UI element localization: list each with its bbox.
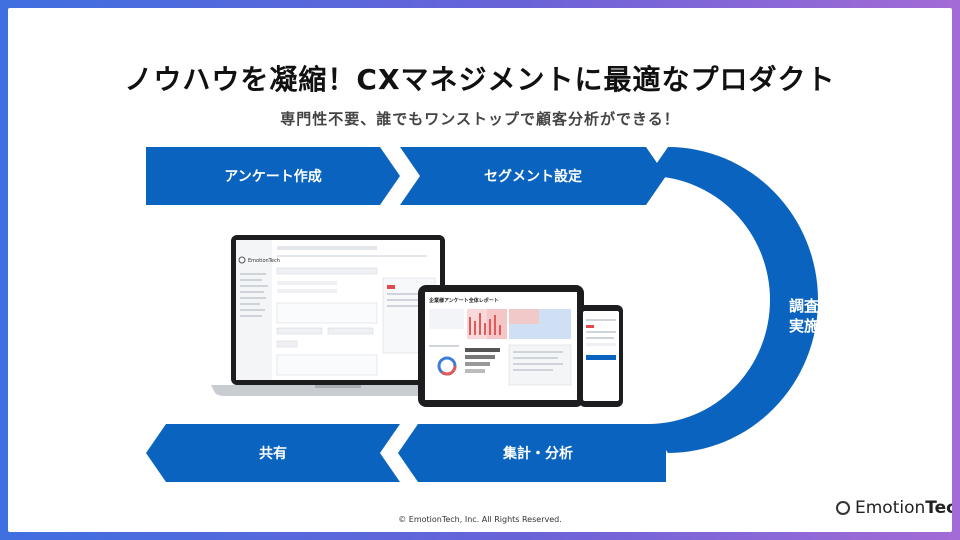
flow-step-label: 集計・分析 xyxy=(503,443,573,463)
flow-step-sharing: 共有 xyxy=(158,424,388,482)
flow-step-label-line1: 調査 xyxy=(780,296,828,316)
flow-step-aggregation-analysis: 集計・分析 xyxy=(413,424,663,482)
flow-step-label: セグメント設定 xyxy=(484,166,582,186)
phone-mockup xyxy=(579,305,623,407)
devices-illustration: EmotionTech xyxy=(203,233,623,408)
logo-text-suffix: Tech xyxy=(925,498,952,518)
logo-text: EmotionTech xyxy=(855,498,952,518)
laptop-brand: EmotionTech xyxy=(248,258,280,264)
tablet-report-title: 企業様アンケート全体レポート xyxy=(428,297,499,304)
copyright: © EmotionTech, Inc. All Rights Reserved. xyxy=(8,515,952,524)
flow-step-survey-creation: アンケート作成 xyxy=(158,147,388,205)
flow-step-label: 共有 xyxy=(259,443,287,463)
flow-step-label-line2: 実施 xyxy=(780,316,828,336)
logo-text-prefix: Emotion xyxy=(855,498,925,518)
tablet-mockup: 企業様アンケート全体レポート xyxy=(418,285,584,407)
flow-step-survey-execution: 調査 実施 xyxy=(780,296,828,336)
flow-step-segment-setting: セグメント設定 xyxy=(413,147,653,205)
company-logo: EmotionTech xyxy=(836,498,952,518)
flow-step-label: アンケート作成 xyxy=(224,166,321,186)
slide: ノウハウを凝縮！CXマネジメントに最適なプロダクト 専門性不要、誰でもワンストッ… xyxy=(8,8,952,532)
logo-circle-icon xyxy=(836,501,850,515)
